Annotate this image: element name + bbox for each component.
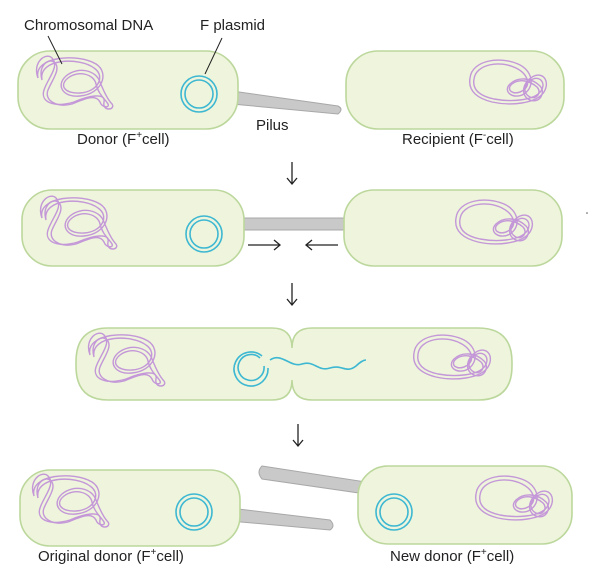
original-donor-f-plasmid xyxy=(175,493,213,531)
row-3 xyxy=(75,327,513,401)
original-donor-label: Original donor (F+cell) xyxy=(38,547,184,565)
pilus-bridge xyxy=(237,217,349,231)
donor-cell xyxy=(17,50,239,130)
move-right-arrow xyxy=(248,239,282,251)
new-donor-f-plasmid xyxy=(375,493,413,531)
original-donor-pilus xyxy=(229,507,334,531)
step-arrow-2 xyxy=(286,282,298,306)
new-donor-label: New donor (F+cell) xyxy=(390,547,515,565)
pilus-label: Pilus xyxy=(256,117,289,134)
new-donor-pilus xyxy=(258,465,367,495)
recipient-cell-2 xyxy=(343,189,563,267)
stray-dot xyxy=(586,212,588,214)
step-arrow-3 xyxy=(292,423,304,447)
new-donor-cell xyxy=(357,465,573,545)
donor-label: Donor (F+cell) xyxy=(77,130,170,148)
move-left-arrow xyxy=(304,239,338,251)
chromosomal-dna-leader xyxy=(47,35,63,65)
recipient-cell xyxy=(345,50,565,130)
f-plasmid-leader xyxy=(204,37,223,75)
donor-f-plasmid-2 xyxy=(185,215,223,253)
donor-cell-2 xyxy=(21,189,245,267)
recipient-label: Recipient (F-cell) xyxy=(402,130,514,148)
step-arrow-1 xyxy=(286,161,298,185)
row-2 xyxy=(21,189,563,267)
pilus-shape xyxy=(231,90,342,115)
f-plasmid-label: F plasmid xyxy=(200,17,266,34)
row-1 xyxy=(17,35,565,130)
row-4 xyxy=(19,465,573,547)
transferring-plasmid xyxy=(233,351,367,387)
chromosomal-dna-label: Chromosomal DNA xyxy=(24,17,154,34)
donor-f-plasmid xyxy=(180,75,218,113)
